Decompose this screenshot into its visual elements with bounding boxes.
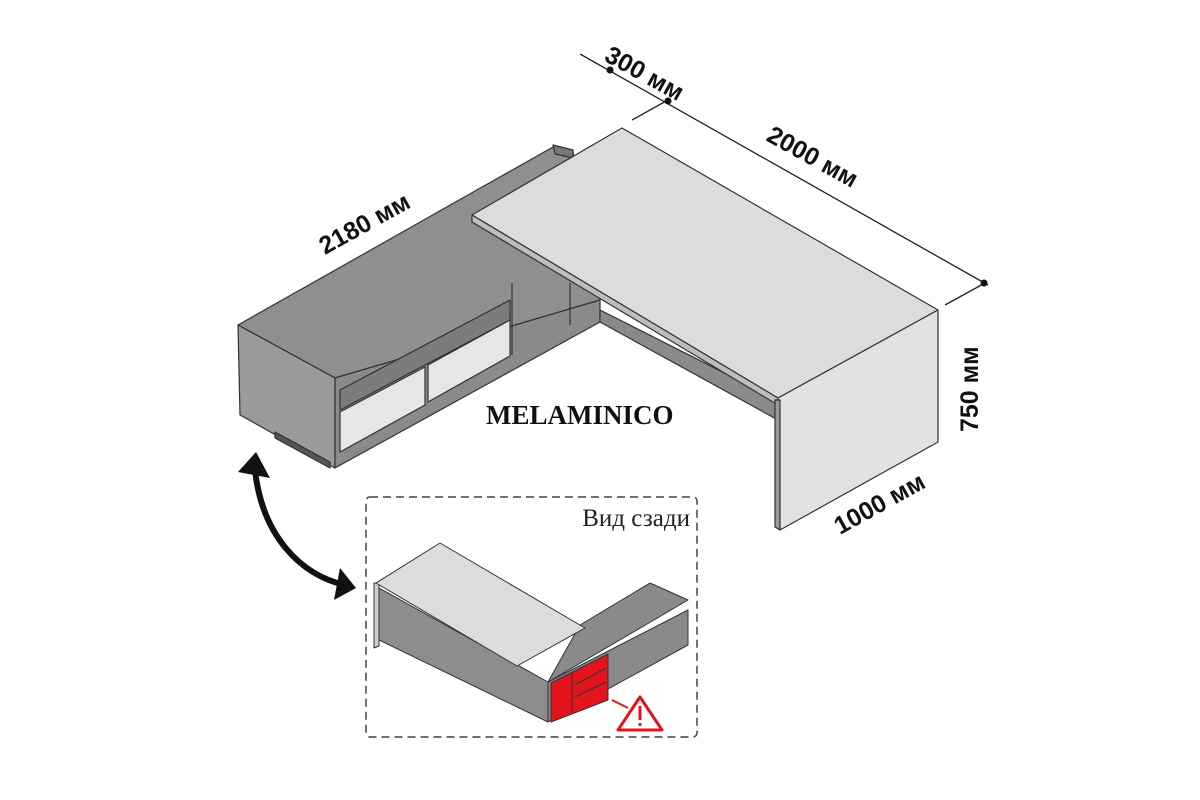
desk bbox=[471, 127, 939, 531]
drawer-front bbox=[427, 319, 511, 403]
drawer-front bbox=[339, 366, 426, 453]
dimension-line bbox=[579, 53, 989, 306]
dim-height: 750 мм bbox=[956, 346, 984, 432]
curved-arrow-icon bbox=[238, 452, 356, 600]
dimension-dot bbox=[980, 279, 988, 287]
dimension-dot bbox=[606, 66, 614, 74]
inset-title: Вид сзади bbox=[582, 505, 690, 532]
warning-triangle-icon bbox=[611, 695, 664, 732]
rear-view-inset: Вид сзади bbox=[365, 496, 698, 738]
highlighted-shelf bbox=[550, 653, 609, 723]
dim-desk-length: 2000 мм bbox=[762, 121, 863, 194]
dimension-dot bbox=[664, 97, 672, 105]
dim-depth-offset: 300 мм bbox=[600, 41, 688, 107]
brand-label: MELAMINICO bbox=[486, 400, 674, 430]
